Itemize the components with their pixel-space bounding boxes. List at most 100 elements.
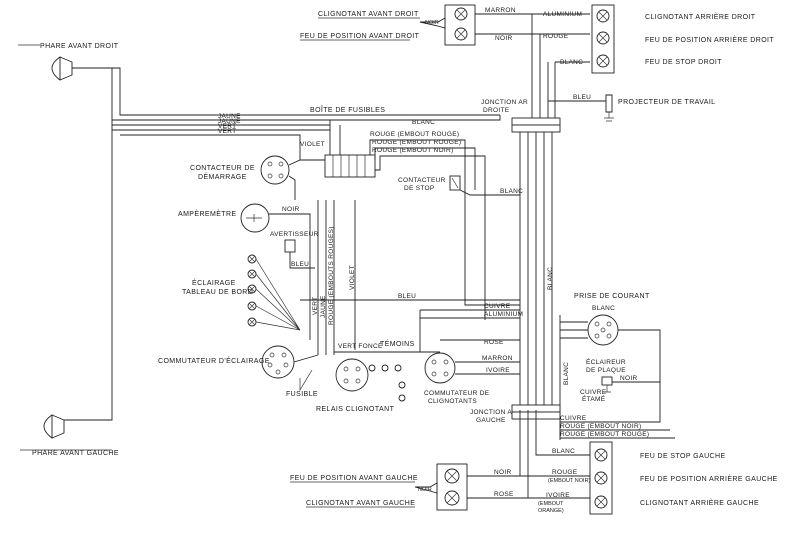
label-boite-fusibles: BOÎTE DE FUSIBLES [310,105,385,114]
wire-noir-avg: NOIR [418,487,432,493]
label-eclaireur-plaque-2: DE PLAQUE [586,367,626,374]
label-commutateur-clignotants-2: CLIGNOTANTS [428,398,477,405]
wire-rouge-embout-noir-arg: (EMBOUT NOIR) [548,478,591,484]
wire-vert-1: VERT [218,123,236,130]
lamp-block-avant-gauche [414,463,468,511]
wire-violet-top: VIOLET [300,141,325,148]
wire-jaune-2: JAUNE [218,118,241,125]
wire-marron-mid: MARRON [482,355,513,362]
label-contacteur-stop-1: CONTACTEUR [398,177,446,184]
label-amperemetre: AMPÈREMÈTRE [178,209,236,218]
eclaireur-plaque [601,376,613,393]
label-contacteur-stop-2: DE STOP [404,185,435,192]
projecteur-travail [604,94,614,122]
wire-vert-vertical: VERT [312,297,319,315]
wire-noir-plaque: NOIR [620,375,637,382]
label-feu-position-avant-gauche: FEU DE POSITION AVANT GAUCHE [290,475,418,482]
wire-ivoire-embout-2: ORANGE) [538,508,564,514]
wire-violet-vertical: VIOLET [349,265,356,290]
label-prise-courant: PRISE DE COURANT [574,293,650,300]
lamp-block-arriere-droit [591,4,615,74]
wire-rose-mid: ROSE [484,339,504,346]
label-clignotant-arriere-droit: CLIGNOTANT ARRIÈRE DROIT [645,12,756,21]
wire-noir: NOIR [495,35,512,42]
prise-courant [587,314,619,346]
headlight-front-right [51,56,73,81]
label-phare-avant-droit: PHARE AVANT DROIT [40,43,119,50]
wire-rose-avg: ROSE [494,491,514,498]
wire-marron: MARRON [485,7,516,14]
wire-vert-2: VERT [218,128,236,135]
wire-bleu-projecteur: BLEU [573,94,591,101]
wire-blanc-arg: BLANC [552,448,575,455]
wire-rouge-arg: ROUGE [552,469,578,476]
label-temoins: TÉMOINS [380,339,415,348]
label-feu-stop-gauche: FEU DE STOP GAUCHE [640,453,726,460]
contacteur-stop [449,175,461,191]
wire-ivoire-arg: IVOIRE [546,492,570,499]
label-jonction-ar-droite-1: JONCTION AR [481,99,528,106]
label-clignotant-arriere-gauche: CLIGNOTANT ARRIÈRE GAUCHE [640,498,759,507]
wire-rouge-embouts-rouges: ROUGE (EMBOUTS ROUGES) [328,226,335,325]
relais-clignotant [335,358,369,392]
wire-jaune-1: JAUNE [218,113,241,120]
wire-aluminium-mid: ALUMINIUM [484,311,523,318]
wire-ivoire-embout-1: (EMBOUT [538,501,564,507]
contacteur-demarrage [260,155,290,185]
wire-bleu-avert: BLEU [291,261,309,268]
fuse-box [324,154,376,178]
wire-blanc-prise-v: BLANC [563,362,570,385]
eclairage-tableau-lamps [247,254,257,327]
label-clignotant-avant-droit: CLIGNOTANT AVANT DROIT [318,11,419,18]
lamp-block-arriere-gauche [589,441,613,515]
wire-noir-avg-w: NOIR [494,469,511,476]
commutateur-clignotants [424,352,456,384]
headlight-front-left [43,414,65,439]
wire-cuivre-etame-1: CUIVRE [580,389,607,396]
label-commutateur-eclairage: COMMUTATEUR D'ÉCLAIRAGE [158,356,270,365]
wire-noir-tag: NOIR [425,20,439,26]
label-jonction-ar-gauche-1: JONCTION AR [470,409,517,416]
junction-ar-droite [511,117,561,133]
wire-cuivre: CUIVRE [484,303,511,310]
wire-aluminium: ALUMINIUM [543,11,582,18]
label-projecteur-travail: PROJECTEUR DE TRAVAIL [618,99,715,106]
wire-blanc-top: BLANC [412,119,435,126]
label-clignotant-avant-gauche: CLIGNOTANT AVANT GAUCHE [306,500,415,507]
label-feu-position-avant-droit: FEU DE POSITION AVANT DROIT [300,33,420,40]
temoins-lamps [368,364,406,402]
wire-blanc: BLANC [560,59,583,66]
label-feu-stop-droit: FEU DE STOP DROIT [645,59,722,66]
label-feu-position-arriere-droit: FEU DE POSITION ARRIÈRE DROIT [645,35,774,44]
label-jonction-ar-gauche-2: GAUCHE [476,417,506,424]
wire-rouge: ROUGE [543,33,569,40]
label-commutateur-clignotants-1: COMMUTATEUR DE [424,390,490,397]
wire-rouge-embout-noir: ROUGE (EMBOUT NOIR) [372,147,453,154]
wire-vert-fonce: VERT FONCÉ [338,341,383,350]
label-eclairage-tableau-2: TABLEAU DE BORD [182,289,253,296]
wire-cuivre-bottom: CUIVRE [560,415,587,422]
lamp-clignotant-avant-droit [419,4,476,46]
label-relais-clignotant: RELAIS CLIGNOTANT [316,406,395,413]
label-eclairage-tableau-1: ÉCLAIRAGE [192,278,236,287]
label-contacteur-demarrage-1: CONTACTEUR DE [190,165,255,172]
label-jonction-ar-droite-2: DROITE [483,107,510,114]
wire-rouge-embout-noir-b: ROUGE (EMBOUT NOIR) [560,423,641,430]
wire-rouge-embout-rouge: ROUGE (EMBOUT ROUGE) [370,131,459,138]
label-eclaireur-plaque-1: ÉCLAIREUR [586,357,626,366]
avertisseur [284,239,296,253]
wire-blanc-stop: BLANC [500,188,523,195]
label-feu-position-arriere-gauche: FEU DE POSITION ARRIÈRE GAUCHE [640,474,778,483]
wire-noir-ampere: NOIR [282,206,299,213]
label-avertisseur: AVERTISSEUR [270,231,319,238]
label-contacteur-demarrage-2: DÉMARRAGE [198,172,247,181]
wire-bleu-mid: BLEU [398,293,416,300]
label-fusible: FUSIBLE [286,391,318,398]
wire-ivoire-mid: IVOIRE [486,367,510,374]
wire-blanc-vertical: BLANC [547,267,554,290]
label-phare-avant-gauche: PHARE AVANT GAUCHE [32,450,119,457]
wire-blanc-prise: BLANC [592,305,615,312]
amperemetre [240,203,270,233]
wire-rouge-embout-rouge-2: ROUGE (EMBOUT ROUGE) [372,139,461,146]
